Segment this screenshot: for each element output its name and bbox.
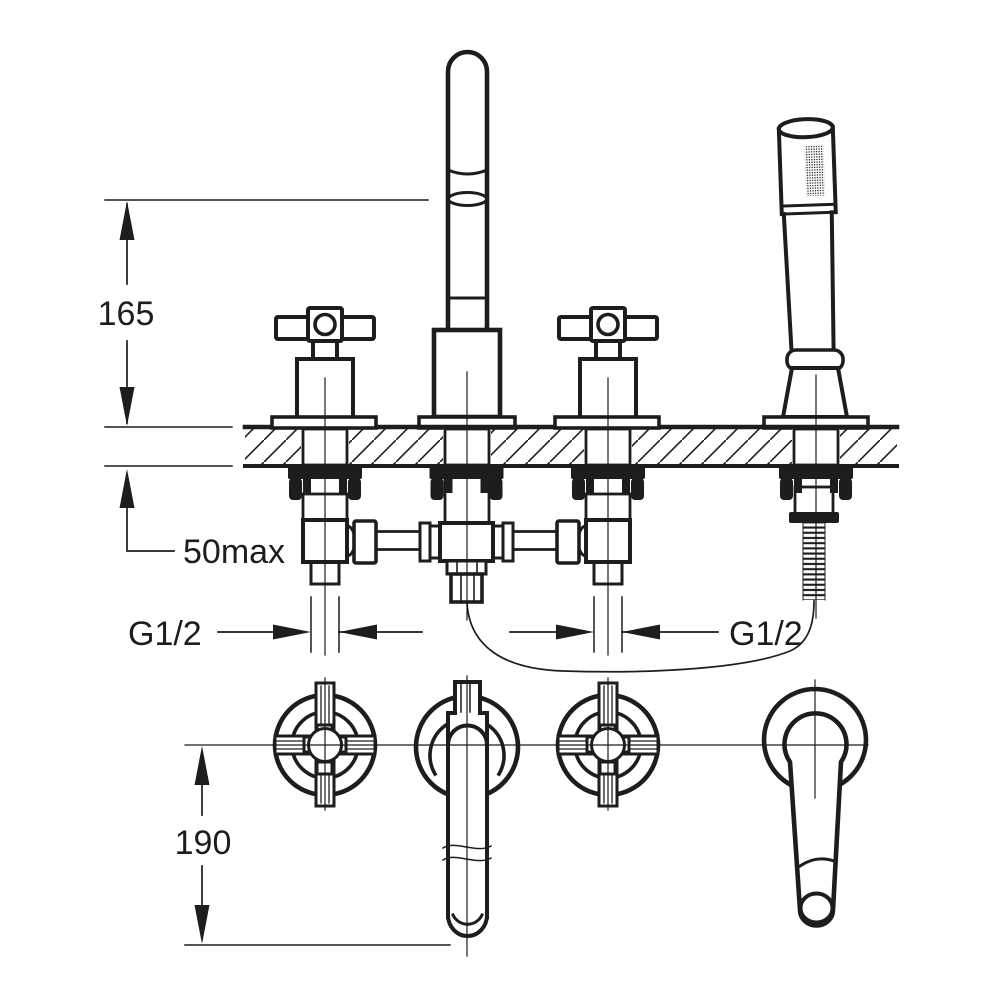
handshower-under-deck — [789, 485, 839, 601]
dimension-spout-projection: 190 — [175, 746, 451, 946]
handshower-handle — [781, 210, 836, 355]
hose-spring — [803, 523, 825, 600]
dim-label-190: 190 — [175, 824, 232, 862]
dimension-right-inlet: G1/2 — [509, 596, 803, 653]
holder-cone — [780, 366, 850, 419]
break-lines — [441, 844, 493, 862]
dimension-spout-height: 165 — [98, 199, 429, 467]
spray-face — [804, 145, 826, 197]
right-cross-handle-plan — [558, 678, 658, 810]
right-valve-under-deck — [491, 492, 632, 586]
right-cross-handle-elevation — [553, 306, 661, 430]
left-cross-handle-plan — [275, 678, 375, 810]
handshower-top — [776, 117, 835, 140]
left-cross-handle-elevation — [270, 306, 378, 430]
handshower-handle-end — [798, 891, 835, 925]
left-valve-under-deck — [301, 492, 442, 586]
deck-section — [242, 424, 900, 468]
dim-label-50max: 50max — [183, 533, 285, 571]
dim-label-g12-left: G1/2 — [128, 615, 202, 653]
dimension-deck-thickness: 50max — [119, 469, 285, 571]
dimensions: 165 50max G1/2 G1/2 — [98, 199, 803, 946]
handshower-plan — [761, 686, 869, 928]
side-section-view — [242, 49, 900, 673]
centerlines — [184, 371, 869, 957]
dimension-left-inlet: G1/2 — [128, 596, 423, 653]
plan-view — [275, 678, 869, 938]
dim-label-g12-right: G1/2 — [729, 615, 803, 653]
spout-aerator-ring — [447, 191, 488, 207]
dim-label-165: 165 — [98, 295, 155, 333]
spout-joint-line — [446, 168, 489, 176]
under-deck-assembly — [288, 465, 853, 673]
shower-hose — [466, 600, 815, 673]
